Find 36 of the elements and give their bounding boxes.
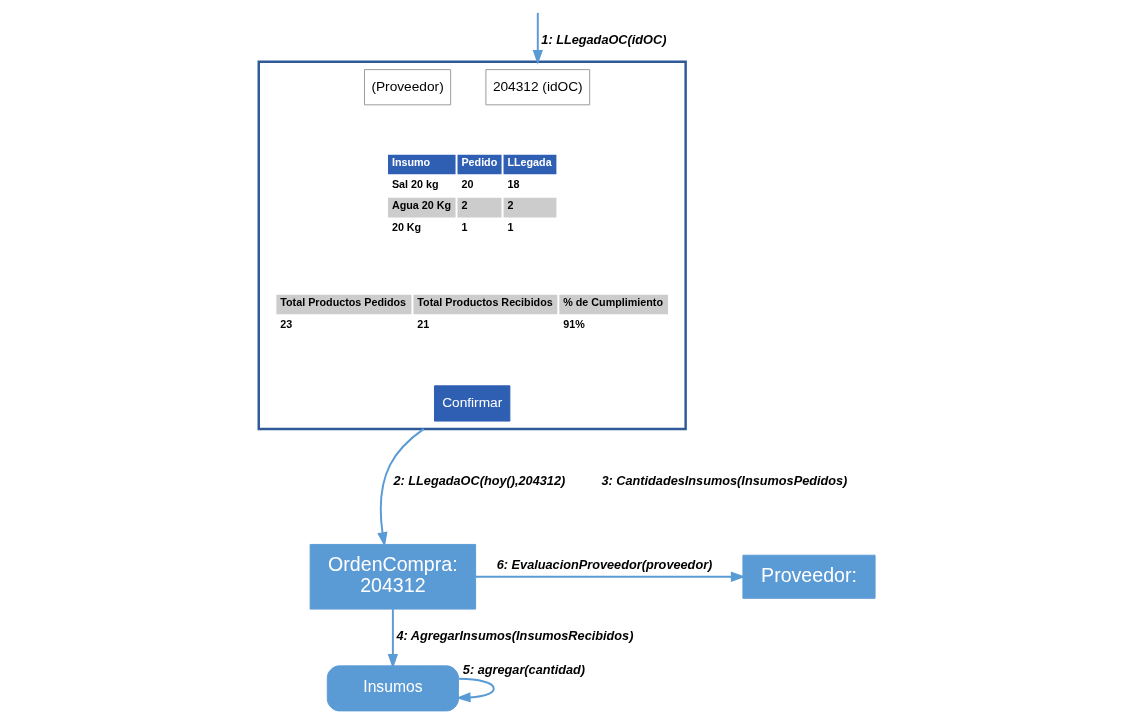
arrow (387, 608, 398, 669)
label: Insumo (391, 156, 430, 169)
arrow (455, 677, 495, 703)
label: Total Productos Pedidos (279, 296, 406, 309)
arrow (474, 571, 746, 582)
cluster (257, 60, 687, 431)
label: 18 (506, 177, 519, 190)
label: 20 Kg (391, 220, 421, 233)
label: 1 (506, 220, 513, 233)
arrow (532, 11, 543, 65)
node-box: 204312 (idOC) (484, 69, 590, 106)
edge-label: 4: AgregarInsumos(InsumosRecibidos) (395, 627, 633, 643)
label: 2 (460, 199, 467, 212)
label: Agua 20 Kg (391, 199, 451, 212)
label: Total Productos Recibidos (416, 296, 553, 309)
label: 23 (279, 317, 292, 330)
node-box: Insumos (326, 665, 459, 712)
edge-label: 1: LLegadaOC(idOC) (540, 31, 666, 47)
edge-label: 6: EvaluacionProveedor(proveedor) (496, 557, 712, 573)
node-box: Confirmar (433, 385, 510, 422)
label: % de Cumplimiento (562, 296, 663, 309)
node-box: OrdenCompra: 204312 (309, 543, 476, 610)
label: 91% (562, 317, 585, 330)
label: LLegada (506, 156, 552, 169)
label: 20 (460, 177, 473, 190)
label: 2 (506, 199, 513, 212)
label: 1 (460, 220, 467, 233)
label: Sal 20 kg (391, 177, 439, 190)
node-box: Proveedor: (741, 554, 876, 599)
edge-label: 5: agregar(cantidad) (462, 662, 585, 678)
label: Pedido (460, 156, 497, 169)
arrow (376, 427, 425, 547)
edge-label: 2: LLegadaOC(hoy(),204312) (392, 473, 565, 489)
label: 3: CantidadesInsumos(InsumosPedidos) (600, 473, 847, 489)
node-box: (Proveedor) (363, 69, 451, 106)
label: 21 (416, 317, 429, 330)
